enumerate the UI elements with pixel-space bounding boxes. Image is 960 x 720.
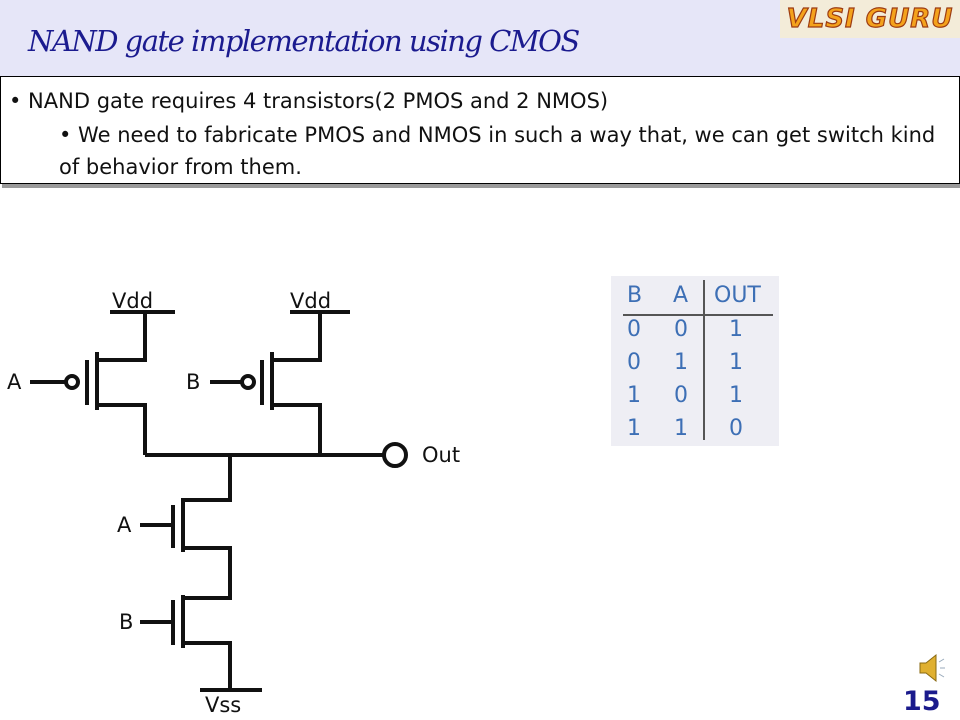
truth-table: B A OUT 0 0 1 0 1 1 1 0 1 1 1 0 [611, 276, 779, 446]
header-a: A [673, 283, 689, 308]
page-number: 15 [903, 686, 941, 717]
cell: 0 [627, 317, 641, 342]
cell: 1 [627, 416, 641, 441]
cell: 0 [674, 383, 688, 408]
table-header-divider [623, 314, 773, 316]
cell: 0 [627, 350, 641, 375]
header-b: B [627, 283, 643, 308]
slide-header: NAND gate implementation using CMOS VLSI… [0, 0, 960, 76]
table-column-divider [703, 280, 705, 440]
vlsi-guru-logo: VLSI GURU [780, 0, 960, 38]
bullet-1: • NAND gate requires 4 transistors(2 PMO… [9, 89, 609, 113]
speaker-icon[interactable] [916, 652, 946, 684]
nmos-a-label: A [117, 513, 132, 537]
bullet-2: • We need to fabricate PMOS and NMOS in … [59, 123, 936, 179]
nmos-b-label: B [119, 610, 133, 634]
cell: 1 [729, 350, 743, 375]
pmos-a-label: A [7, 370, 22, 394]
nand-circuit-diagram: Vdd Vdd A B Out A B Vss [7, 289, 460, 717]
cell: 1 [729, 317, 743, 342]
cell: 1 [674, 350, 688, 375]
vdd-left-label: Vdd [112, 289, 153, 313]
pmos-b-label: B [186, 370, 200, 394]
bullet-box: • NAND gate requires 4 transistors(2 PMO… [0, 76, 960, 184]
header-out: OUT [714, 283, 761, 308]
slide-title: NAND gate implementation using CMOS [28, 24, 580, 58]
vss-label: Vss [205, 693, 241, 717]
cell: 0 [729, 416, 743, 441]
vdd-right-label: Vdd [290, 289, 331, 313]
out-label: Out [422, 443, 460, 467]
cell: 1 [627, 383, 641, 408]
cell: 1 [729, 383, 743, 408]
cell: 1 [674, 416, 688, 441]
cell: 0 [674, 317, 688, 342]
